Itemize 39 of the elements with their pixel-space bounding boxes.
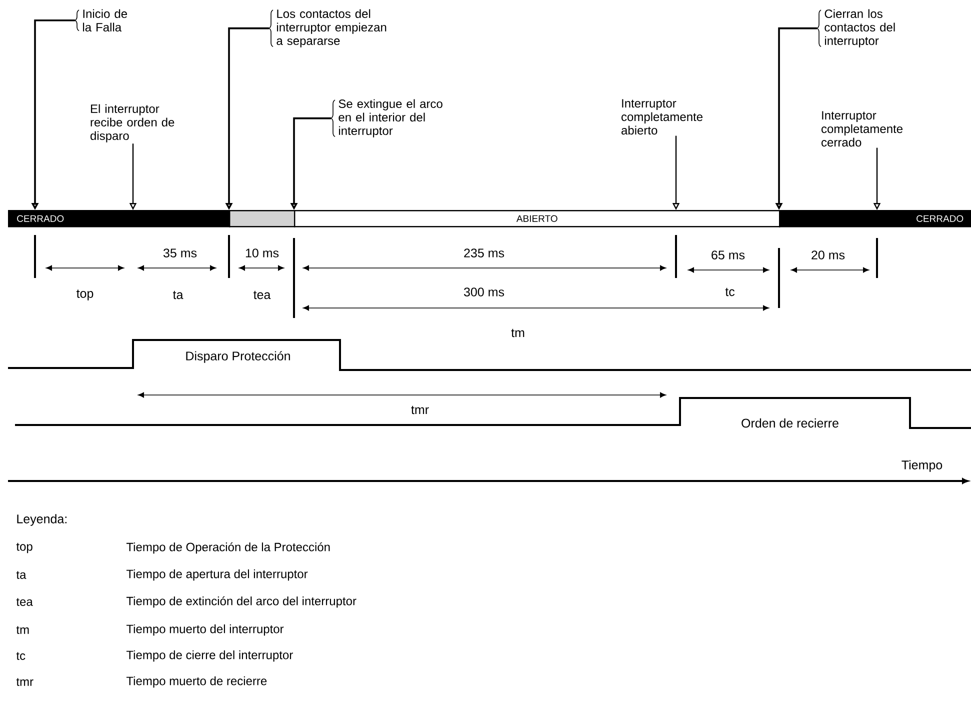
time-label: tea	[254, 290, 271, 300]
legend-symbol: tmr	[16, 678, 34, 686]
state-bar: CERRADO	[8, 210, 230, 228]
time-label: tc	[725, 288, 735, 296]
signal-label: Orden de recierre	[742, 418, 838, 428]
callout-text: Inicio de la Falla	[83, 9, 127, 32]
dimension-label: 300 ms	[464, 288, 504, 296]
callout-text: Se extingue el arco en el interior del interruptor	[338, 99, 442, 138]
time-label: top	[76, 290, 94, 300]
callout-text: Interruptor completamente cerrado	[822, 111, 902, 147]
legend-description: Tiempo muerto del interruptor	[126, 624, 284, 636]
dimension-label: 65 ms	[712, 250, 745, 260]
time-label: tmr	[411, 406, 429, 414]
legend-symbol: top	[16, 542, 32, 554]
state-bar: CERRADO	[779, 210, 971, 228]
callout-text: Interruptor completamente abierto	[622, 99, 702, 135]
legend-symbol: ta	[16, 571, 26, 579]
dimension-label: 235 ms	[464, 248, 504, 258]
callout-text: El interruptor recibe orden de disparo	[90, 104, 174, 142]
legend-description: Tiempo muerto de recierre	[126, 676, 267, 688]
legend-description: Tiempo de apertura del interruptor	[126, 569, 308, 581]
legend-description: Tiempo de cierre del interruptor	[126, 650, 293, 662]
time-label: ta	[172, 290, 184, 300]
legend-symbol: tea	[16, 598, 33, 606]
state-bar: ABIERTO	[294, 210, 780, 228]
signal-label: Disparo Protección	[186, 351, 290, 363]
callout-text: Cierran los contactos del interruptor	[824, 9, 895, 48]
dimension-label: 10 ms	[246, 248, 279, 258]
callout-text: Los contactos del interruptor empiezan a separarse	[276, 9, 386, 48]
dimension-label: 20 ms	[812, 250, 845, 260]
legend-symbol: tc	[16, 652, 26, 660]
legend-description: Tiempo de extinción del arco del interruptor	[126, 596, 356, 608]
legend-symbol: tm	[16, 626, 29, 634]
axis-label: Tiempo	[902, 460, 942, 472]
dimension-label: 35 ms	[163, 248, 197, 258]
time-label: tm	[511, 328, 524, 338]
arc-segment	[229, 210, 296, 228]
legend-description: Tiempo de Operación de la Protección	[126, 542, 330, 554]
legend-title: Leyenda:	[17, 514, 66, 526]
